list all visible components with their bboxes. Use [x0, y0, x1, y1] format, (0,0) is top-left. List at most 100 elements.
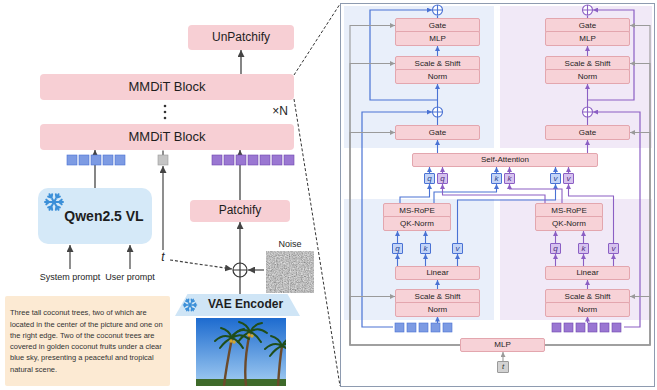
encoder-label: VAE Encoder — [208, 298, 283, 312]
layer-label: MS-RoPE — [399, 206, 435, 215]
image-token — [576, 323, 585, 332]
encoder-label: Qwen2.5 VL — [64, 208, 143, 224]
token-label: q — [440, 175, 444, 183]
frozen-icon-arm — [190, 299, 194, 305]
token-label: k — [508, 175, 512, 183]
timestep-dashed-arrow — [170, 260, 232, 269]
prompt-arrow — [69, 245, 70, 269]
layer-label: Gate — [429, 128, 446, 137]
noise-image — [266, 251, 314, 293]
timestep-arrow — [162, 166, 163, 250]
encoder-trapezoid: VAE Encoder — [175, 294, 300, 316]
token-input-arrow — [587, 317, 588, 324]
image-token — [236, 155, 246, 165]
layer-box: Self-Attention — [412, 153, 598, 167]
timestep-token — [158, 155, 168, 165]
text-stream-tint — [344, 6, 494, 148]
block-label: MMDiT Block — [128, 130, 205, 145]
flow-arrow — [510, 184, 563, 203]
timestep-label: t — [502, 363, 504, 371]
image-token — [552, 323, 621, 332]
layer-label: Self-Attention — [481, 155, 529, 164]
input-photo — [245, 332, 250, 386]
layer-box: MLP — [395, 31, 480, 46]
flow-arrow — [397, 231, 398, 243]
multiplier-label: ×N — [272, 105, 288, 119]
layer-label: Norm — [578, 305, 598, 314]
token-input-arrow — [437, 317, 438, 324]
block-box: MMDiT Block — [40, 124, 294, 150]
prompt-arrow — [129, 245, 130, 269]
flow-arrow — [437, 84, 438, 125]
prompt-text-box: Three tall coconut trees, two of which a… — [5, 296, 170, 386]
token-box: k — [491, 173, 502, 184]
encoder-trapezoid-shape — [175, 294, 300, 316]
frozen-icon-arm — [190, 305, 194, 311]
repeat-dots — [164, 117, 167, 120]
input-photo — [224, 332, 282, 386]
text-token — [103, 155, 113, 165]
prompt-label: System prompt — [40, 272, 101, 282]
token-box: v — [608, 243, 619, 254]
token-box: q — [392, 243, 403, 254]
repeat-dots — [164, 111, 167, 114]
token-label: k — [424, 245, 428, 253]
layer-box: Norm — [395, 69, 480, 84]
layer-box: Norm — [545, 302, 630, 317]
flow-arrow — [587, 84, 588, 125]
text-token — [91, 155, 101, 165]
layer-box: QK-Norm — [535, 216, 603, 231]
layer-box: Norm — [545, 69, 630, 84]
layer-box: Linear — [395, 266, 480, 280]
layer-label: Scale & Shift — [565, 292, 611, 301]
text-token — [395, 323, 404, 332]
input-photo — [229, 339, 232, 342]
token-label: q — [427, 175, 431, 183]
flow-arrow — [443, 184, 546, 203]
input-photo — [250, 334, 253, 337]
frozen-icon-arm — [48, 194, 54, 202]
add-symbol — [583, 5, 593, 15]
repeat-dots — [164, 105, 167, 108]
layer-box: Gate — [395, 125, 480, 140]
flow-arrow — [555, 231, 556, 243]
timestep-label: t — [161, 251, 164, 265]
layer-label: QK-Norm — [400, 219, 434, 228]
layer-label: Scale & Shift — [415, 292, 461, 301]
image-token — [224, 155, 234, 165]
layer-label: Scale & Shift — [565, 59, 611, 68]
layer-label: MLP — [494, 340, 510, 349]
token-box: v — [563, 173, 574, 184]
input-photo — [196, 379, 286, 386]
add-symbol — [433, 107, 443, 117]
block-box: Patchify — [190, 200, 290, 222]
block-label: Patchify — [219, 204, 262, 218]
image-token — [212, 155, 294, 165]
token-box: k — [504, 173, 515, 184]
frozen-icon-arm — [54, 194, 60, 202]
text-token — [67, 155, 125, 165]
repeat-dots — [164, 105, 167, 120]
text-token — [395, 323, 452, 332]
frozen-icon-arm — [186, 299, 190, 305]
token-label: v — [554, 175, 558, 183]
noise-label: Noise — [278, 239, 301, 249]
token-label: k — [495, 175, 499, 183]
token-label: q — [553, 245, 557, 253]
layer-box: MLP — [545, 31, 630, 46]
layer-box: Norm — [395, 302, 480, 317]
token-box: k — [420, 243, 431, 254]
block-box: UnPatchify — [188, 25, 294, 50]
input-photo — [196, 318, 286, 386]
layer-label: Scale & Shift — [415, 59, 461, 68]
layer-label: Norm — [578, 72, 598, 81]
image-token — [212, 155, 222, 165]
frozen-icon — [45, 194, 63, 210]
input-photo — [278, 346, 282, 386]
image-token — [552, 323, 561, 332]
token-box: q — [437, 173, 448, 184]
frozen-icon — [184, 299, 197, 310]
noise-arrow — [248, 269, 264, 270]
